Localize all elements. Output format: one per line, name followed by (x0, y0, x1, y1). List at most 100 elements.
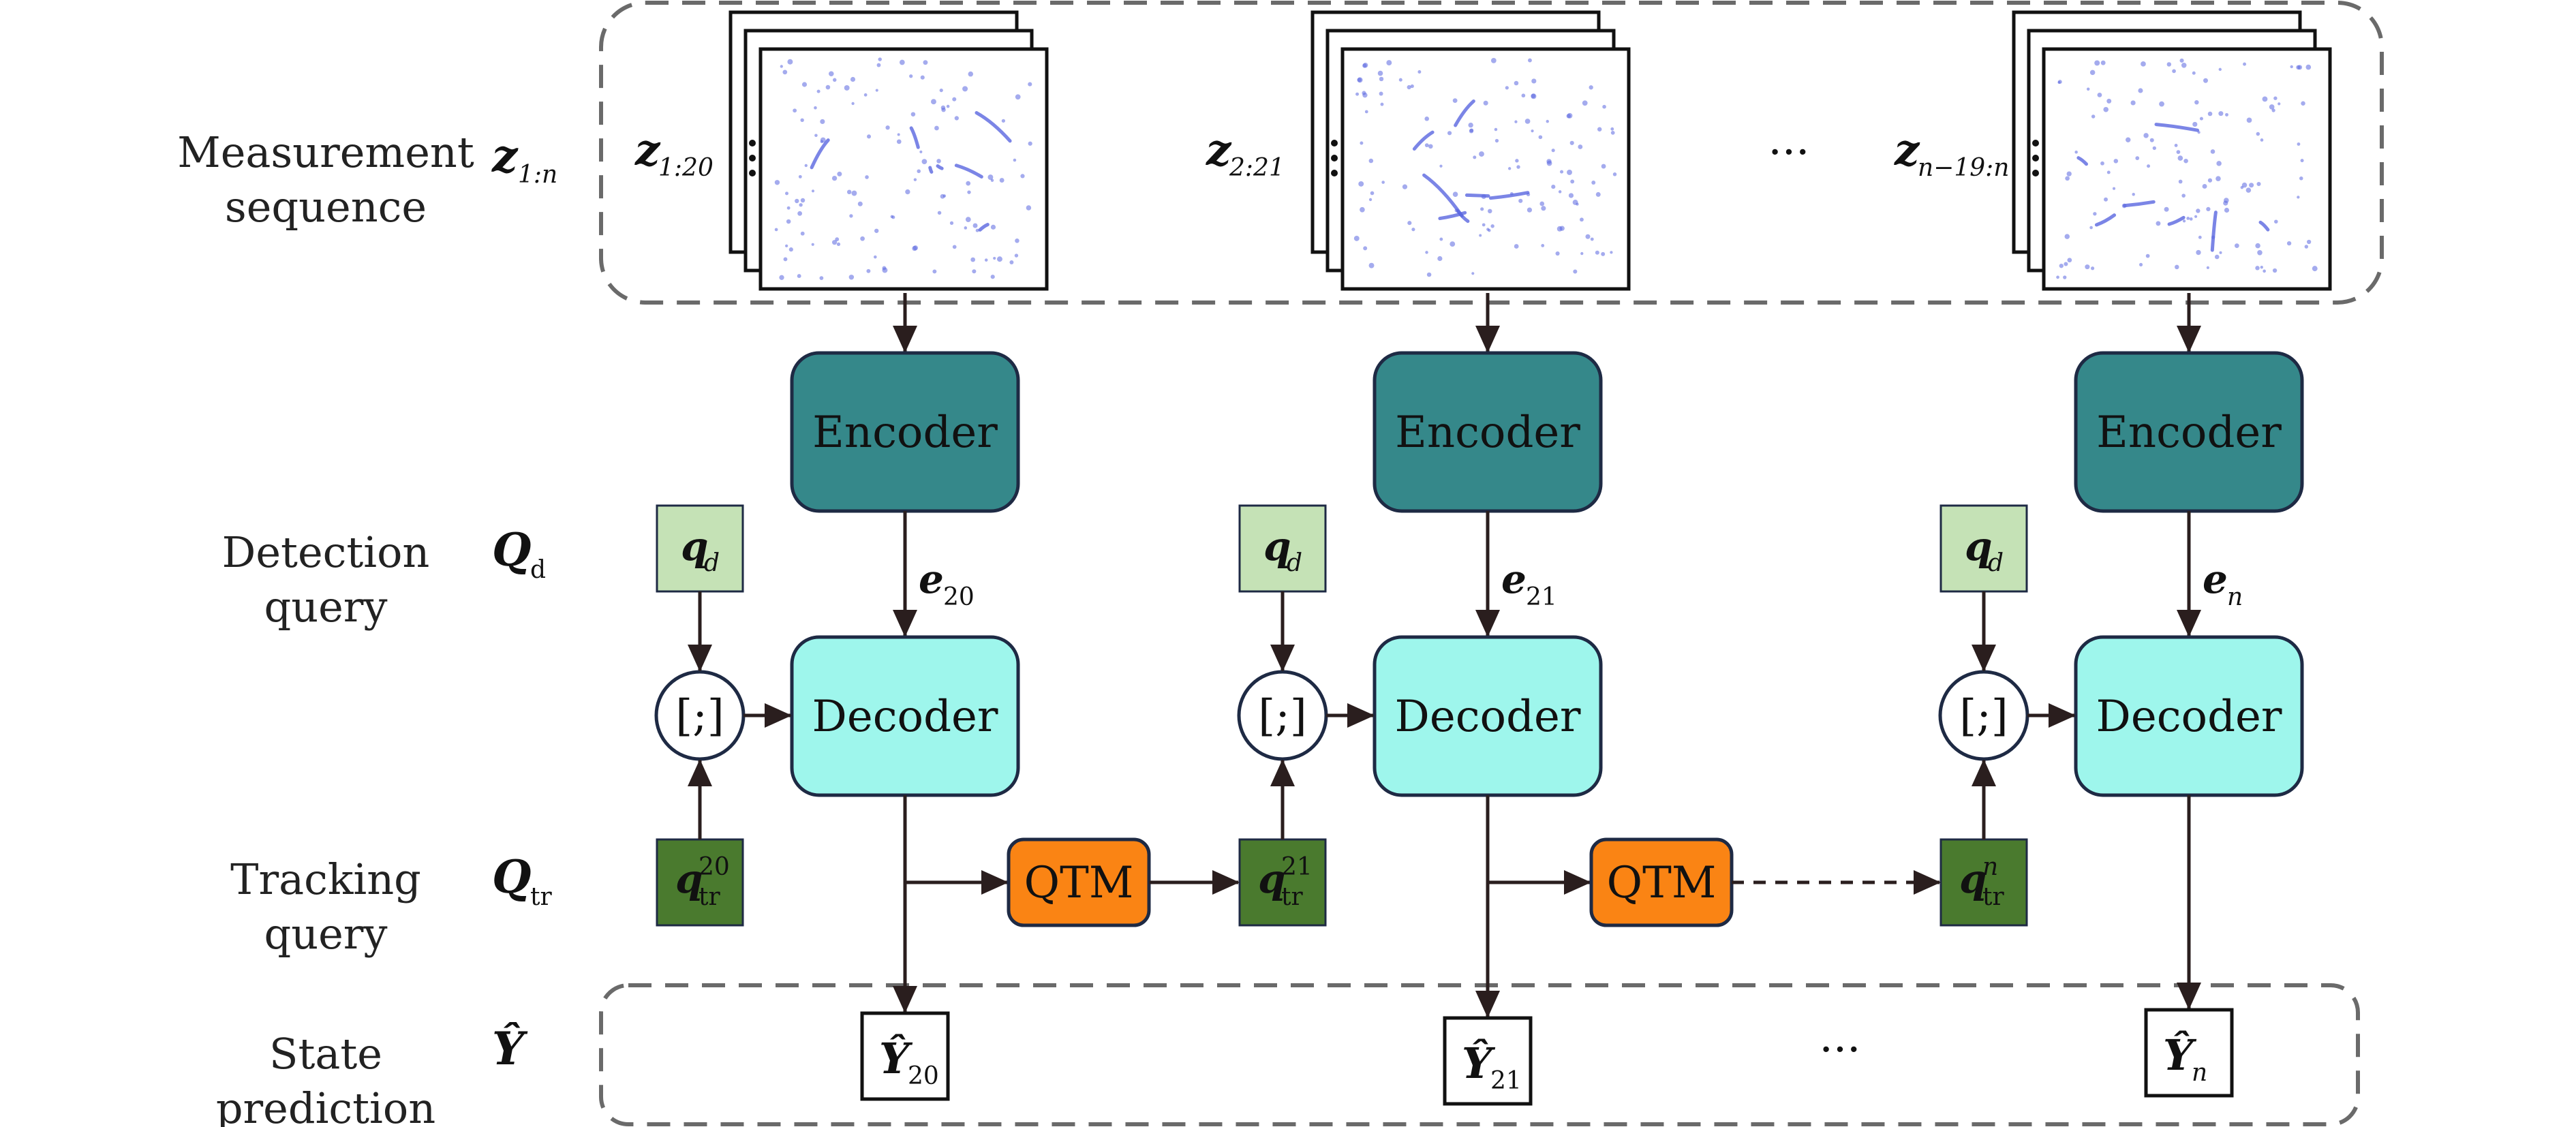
row-symbol-qd: Q d (492, 523, 546, 584)
state-prediction-label: Ŷ (1462, 1038, 1496, 1088)
vertical-ellipsis-dot (1331, 155, 1338, 161)
row-symbol-y: Ŷ (492, 1022, 528, 1075)
vertical-ellipsis-dot (749, 170, 756, 176)
tracking-query-sub: tr (1982, 883, 2004, 911)
window-label-z-sub: n−19:n (1918, 154, 2009, 182)
detection-query-box (1238, 504, 1327, 593)
row-label-tracking: Tracking query (230, 854, 421, 959)
encoder-label: Encoder (2096, 407, 2282, 458)
detection-query-box (1939, 504, 2028, 593)
measurement-group-box (599, 1, 2384, 305)
svg-text:z: z (491, 129, 519, 183)
svg-text:Tracking: Tracking (230, 854, 421, 904)
row-label-detection: Detection query (222, 527, 430, 632)
tracking-query-sup: 20 (699, 853, 730, 881)
decoder-label: Decoder (1395, 692, 1581, 742)
detection-query-label: q (681, 523, 709, 570)
state-prediction-label: Ŷ (879, 1034, 913, 1083)
concat-operator-label: [;] (1258, 691, 1307, 741)
detection-query-sub: d (704, 549, 720, 577)
detection-query-label: q (1965, 523, 1993, 570)
tracking-query-sup: n (1982, 853, 1998, 881)
embedding-label-e-sub: 20 (943, 583, 975, 611)
window-label-z: z (1894, 125, 1920, 176)
svg-text:tr: tr (530, 883, 552, 911)
vertical-ellipsis-dot (1331, 170, 1338, 176)
concat-operator-label: [;] (675, 691, 724, 741)
window-label-z-sub: 1:20 (658, 154, 714, 182)
embedding-label-e-sub: 21 (1526, 583, 1557, 611)
state-prediction-sub: n (2192, 1059, 2207, 1087)
embedding-label-e-sub: n (2227, 583, 2243, 611)
detection-query-sub: d (1287, 549, 1302, 577)
detection-query-label: q (1263, 523, 1291, 570)
svg-text:Q: Q (492, 850, 532, 904)
state-prediction-box (2144, 1008, 2234, 1098)
vertical-ellipsis-dot (749, 140, 756, 146)
tracking-query-label: q (1258, 856, 1286, 902)
window-label-z: z (1206, 125, 1232, 176)
svg-text:d: d (530, 556, 546, 584)
state-ellipsis: ··· (1819, 1025, 1860, 1075)
decoder-label: Decoder (812, 692, 998, 742)
embedding-label-e: e (2203, 556, 2228, 602)
svg-text:State: State (269, 1029, 382, 1079)
tracking-query-label: q (1959, 856, 1987, 902)
measurement-plot (774, 57, 1032, 281)
svg-text:prediction: prediction (216, 1083, 435, 1127)
tracking-query-sub: tr (1281, 883, 1303, 911)
row-symbol-qtr: Q tr (492, 850, 552, 911)
state-prediction-label: Ŷ (2163, 1030, 2197, 1080)
tracking-query-box (1939, 838, 2028, 927)
state-prediction-sub: 21 (1490, 1067, 1522, 1095)
qtm-label: QTM (1607, 858, 1717, 908)
svg-text:1:n: 1:n (518, 161, 557, 189)
svg-text:Detection: Detection (222, 527, 430, 577)
state-prediction-box (1443, 1016, 1533, 1106)
window-label-z-sub: 2:21 (1229, 154, 1285, 182)
vertical-ellipsis-dot (749, 155, 756, 161)
embedding-label-e: e (1501, 556, 1527, 602)
qtm-flow: QTM QTM (905, 837, 1941, 927)
window-label-z: z (634, 125, 661, 176)
tracking-query-sub: tr (699, 883, 720, 911)
qtm-label: QTM (1024, 858, 1134, 908)
embedding-label-e: e (919, 556, 944, 602)
svg-text:Q: Q (492, 523, 532, 576)
measurement-frame-stack (1310, 10, 1631, 291)
encoder-label: Encoder (812, 407, 998, 458)
vertical-ellipsis-dot (2032, 155, 2039, 161)
svg-text:query: query (264, 582, 388, 632)
svg-text:Measurement: Measurement (177, 127, 474, 177)
tracking-query-box (656, 838, 744, 927)
tracking-query-label: q (675, 856, 703, 902)
measurement-frame (1340, 47, 1631, 291)
measurement-plot (2056, 58, 2318, 279)
measurement-plot (1353, 58, 1617, 277)
measurement-frame-stack (729, 10, 1049, 291)
encoder-label: Encoder (1395, 407, 1580, 458)
decoder-label: Decoder (2096, 692, 2282, 742)
vertical-ellipsis-dot (2032, 170, 2039, 176)
measurement-frame (758, 47, 1049, 291)
svg-text:sequence: sequence (225, 182, 427, 232)
measurement-frame (2042, 47, 2332, 291)
row-label-state: State prediction (216, 1029, 435, 1127)
state-prediction-group-box (599, 983, 2360, 1126)
svg-text:query: query (264, 909, 388, 959)
tracking-query-box (1238, 838, 1327, 927)
tracking-query-sup: 21 (1281, 853, 1313, 881)
state-prediction-box (860, 1011, 950, 1101)
vertical-ellipsis-dot (1331, 140, 1338, 146)
measurement-frame-stack (2012, 10, 2332, 291)
svg-text:Ŷ: Ŷ (492, 1022, 528, 1075)
row-label-measurement: Measurement sequence (177, 127, 474, 232)
detection-query-box (656, 504, 744, 593)
row-symbol-z: z 1:n (491, 129, 557, 189)
concat-operator-label: [;] (1959, 691, 2008, 741)
